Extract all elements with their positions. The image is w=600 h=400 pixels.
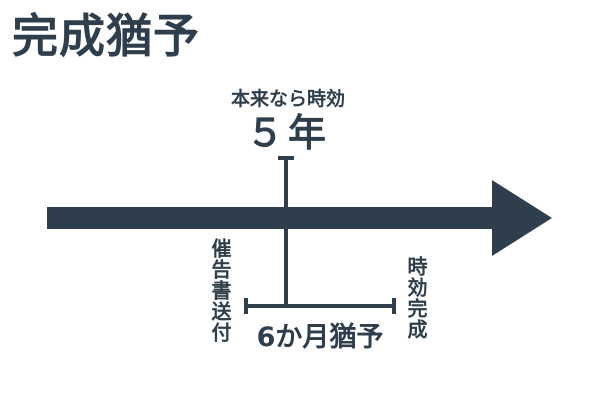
limitation-completion-label: 時効完成 (404, 256, 428, 340)
timeline-arrow-shaft (47, 207, 507, 229)
grace-period-label: 6か月猶予 (256, 322, 384, 353)
normal-limitation-years: ５年 (245, 111, 330, 155)
demand-letter-sent-label: 催告書送付 (208, 238, 232, 343)
timeline-arrow-head (492, 180, 552, 256)
normal-limitation-label: 本来なら時効 (230, 88, 345, 110)
diagram-title: 完成猶予 (12, 9, 200, 63)
